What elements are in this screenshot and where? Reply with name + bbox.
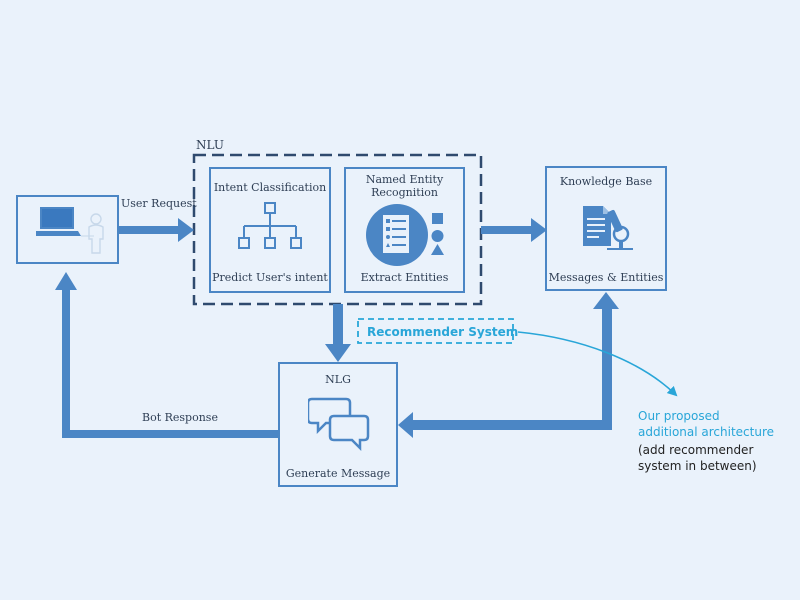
user-request-arrow [119,218,194,242]
bot-response-arrowhead [55,272,77,290]
annotation-line1: Our proposed [638,409,720,423]
kb-to-nlg-arrow [398,309,612,438]
annotation-line3: (add recommender [638,443,754,457]
nlu-to-nlg-arrow [325,304,351,362]
recommender-frame [357,318,514,344]
intent-title: Intent Classification [213,181,327,194]
nlu-label: NLU [196,138,224,152]
intent-subtitle: Predict User's intent [212,271,328,284]
bot-response-label: Bot Response [142,411,218,424]
kb-subtitle: Messages & Entities [548,271,664,284]
user-computer-box [16,195,119,264]
nlg-title: NLG [325,373,351,386]
chat-bubbles-icon [308,397,370,452]
knowledge-base-box: Knowledge Base Messages & Entities [545,166,667,291]
annotation-line2: additional architecture [638,425,775,439]
ner-title-line2: Recognition [371,186,438,199]
entity-extraction-icon [366,204,444,266]
intent-classification-box: Intent Classification Predict User's int… [209,167,331,293]
ner-subtitle: Extract Entities [360,271,449,284]
annotation-line4: system in between) [638,459,757,473]
kb-title: Knowledge Base [559,175,653,188]
laptop-user-icon [36,207,104,254]
kb-arrowhead [593,292,619,309]
nlg-box: NLG Generate Message [278,362,398,487]
hierarchy-icon [238,202,302,249]
nlu-to-kb-arrow [481,218,547,242]
ner-box: Named Entity Recognition Extract Entitie… [344,167,465,293]
recommender-label: Recommender System [367,325,519,339]
research-document-icon [583,206,633,250]
annotation-arrow [517,331,678,397]
nlg-subtitle: Generate Message [285,467,391,480]
user-request-label: User Request [121,197,197,210]
ner-title-line1: Named Entity [365,173,444,186]
